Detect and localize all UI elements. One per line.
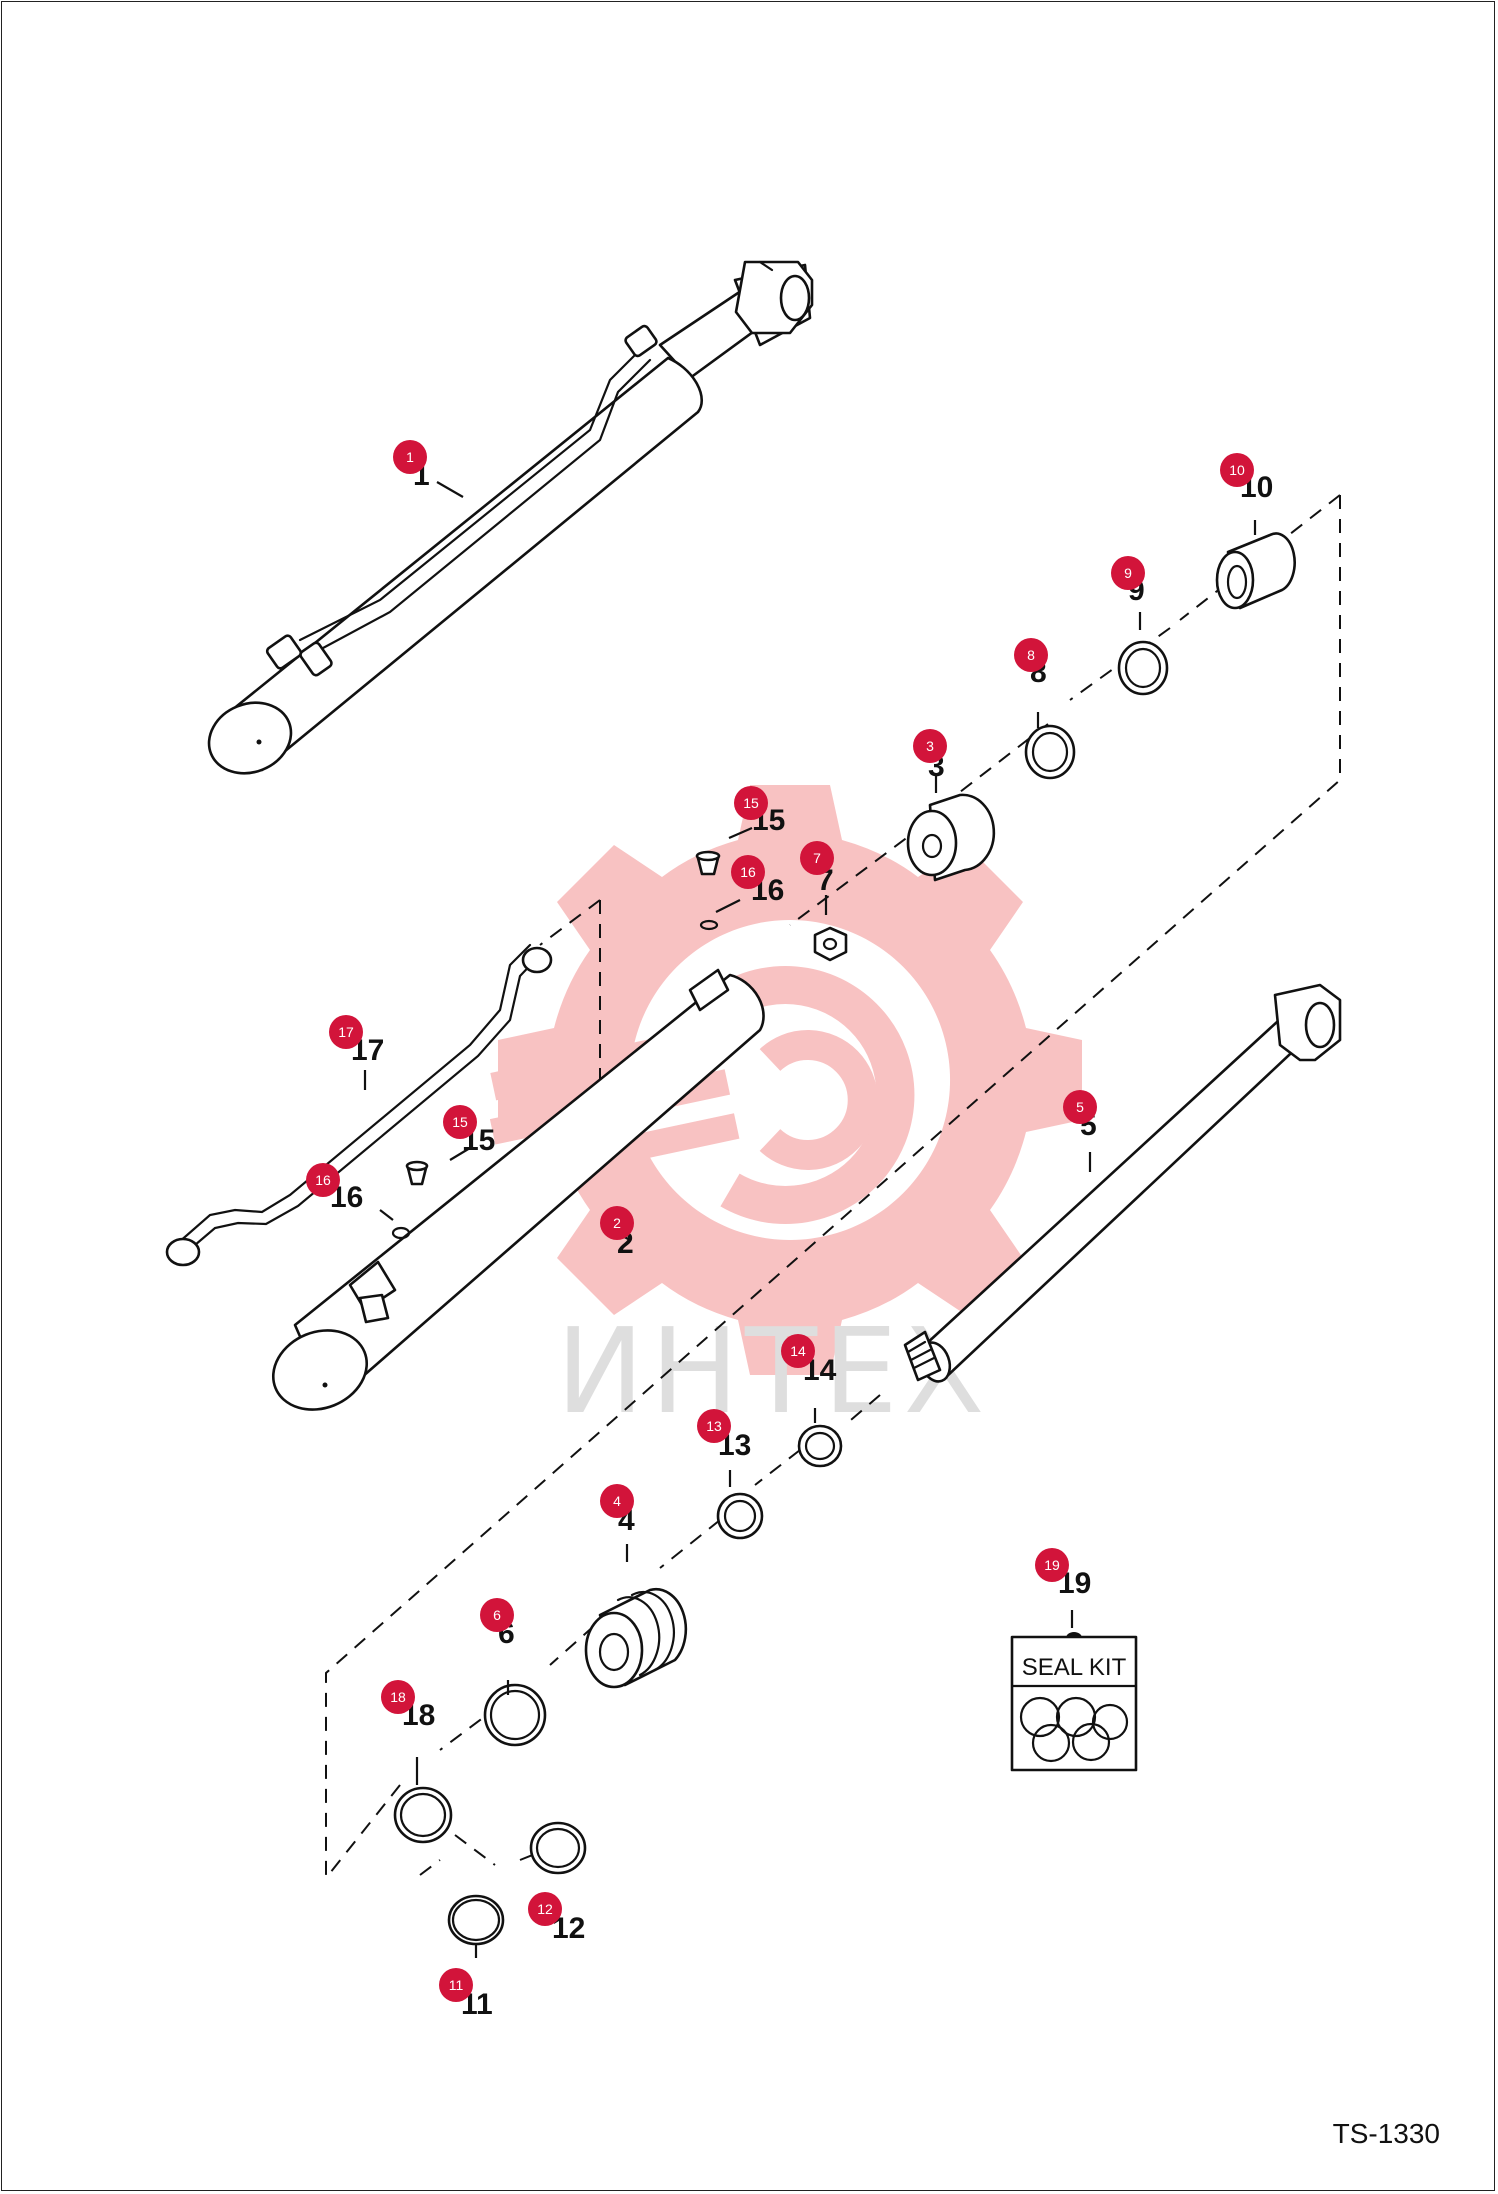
badge-5[interactable]: 5 <box>1063 1090 1097 1124</box>
svg-text:3: 3 <box>926 738 934 754</box>
badge-10[interactable]: 10 <box>1220 453 1254 487</box>
ring-12 <box>529 1821 587 1875</box>
watermark-text: ИНТЕХ <box>556 1302 990 1440</box>
svg-text:9: 9 <box>1124 565 1132 581</box>
badge-15b[interactable]: 15 <box>443 1105 477 1139</box>
badge-19[interactable]: 19 <box>1035 1548 1069 1582</box>
badge-18[interactable]: 18 <box>381 1680 415 1714</box>
svg-text:17: 17 <box>338 1024 354 1040</box>
bushing-10 <box>1215 532 1296 610</box>
badge-16b[interactable]: 16 <box>306 1163 340 1197</box>
svg-text:1: 1 <box>406 449 414 465</box>
badge-4[interactable]: 4 <box>600 1484 634 1518</box>
seal-kit-19: SEAL KIT <box>1010 1632 1138 1772</box>
svg-text:19: 19 <box>1044 1557 1060 1573</box>
hose-line-17 <box>165 943 553 1267</box>
svg-text:13: 13 <box>706 1418 722 1434</box>
fitting-plug-15b <box>405 1160 429 1186</box>
part-badges: 1 2 3 4 5 6 7 8 9 10 11 12 13 14 15 15 1… <box>306 440 1254 2002</box>
seal-kit-label: SEAL KIT <box>1022 1654 1127 1681</box>
leader-lines <box>363 481 1257 1958</box>
badge-3[interactable]: 3 <box>913 729 947 763</box>
svg-text:10: 10 <box>1229 462 1245 478</box>
svg-text:15: 15 <box>452 1114 468 1130</box>
piston-4 <box>584 1588 688 1689</box>
svg-text:16: 16 <box>740 864 756 880</box>
badge-16a[interactable]: 16 <box>731 855 765 889</box>
badge-12[interactable]: 12 <box>528 1892 562 1926</box>
svg-text:15: 15 <box>743 795 759 811</box>
piston-rod-5 <box>903 983 1342 1383</box>
svg-text:5: 5 <box>1076 1099 1084 1115</box>
badge-9[interactable]: 9 <box>1111 556 1145 590</box>
cylinder-assembly-1 <box>207 260 814 775</box>
badge-17[interactable]: 17 <box>329 1015 363 1049</box>
badge-1[interactable]: 1 <box>393 440 427 474</box>
svg-text:14: 14 <box>790 1343 806 1359</box>
badge-13[interactable]: 13 <box>697 1409 731 1443</box>
document-id: TS-1330 <box>1333 2118 1440 2149</box>
cylinder-barrel-2 <box>271 968 765 1411</box>
svg-text:18: 18 <box>390 1689 406 1705</box>
fitting-plug-15a <box>695 850 721 876</box>
badge-7[interactable]: 7 <box>800 841 834 875</box>
svg-text:7: 7 <box>813 850 821 866</box>
svg-text:16: 16 <box>315 1172 331 1188</box>
badge-15a[interactable]: 15 <box>734 786 768 820</box>
svg-text:4: 4 <box>613 1493 621 1509</box>
svg-text:2: 2 <box>613 1215 621 1231</box>
piston-nut-7 <box>813 926 848 962</box>
o-ring-16b <box>391 1226 411 1240</box>
ring-11 <box>447 1894 505 1946</box>
svg-text:11: 11 <box>449 1977 464 1993</box>
ring-6 <box>483 1683 547 1747</box>
o-ring-16a <box>699 919 719 931</box>
badge-8[interactable]: 8 <box>1014 638 1048 672</box>
svg-text:6: 6 <box>493 1607 501 1623</box>
gland-head-3 <box>906 793 996 882</box>
badge-2[interactable]: 2 <box>600 1206 634 1240</box>
ring-18 <box>393 1786 453 1844</box>
badge-6[interactable]: 6 <box>480 1598 514 1632</box>
badge-11[interactable]: 11 <box>439 1968 473 2002</box>
svg-text:12: 12 <box>537 1901 553 1917</box>
badge-14[interactable]: 14 <box>781 1334 815 1368</box>
svg-text:8: 8 <box>1027 647 1035 663</box>
